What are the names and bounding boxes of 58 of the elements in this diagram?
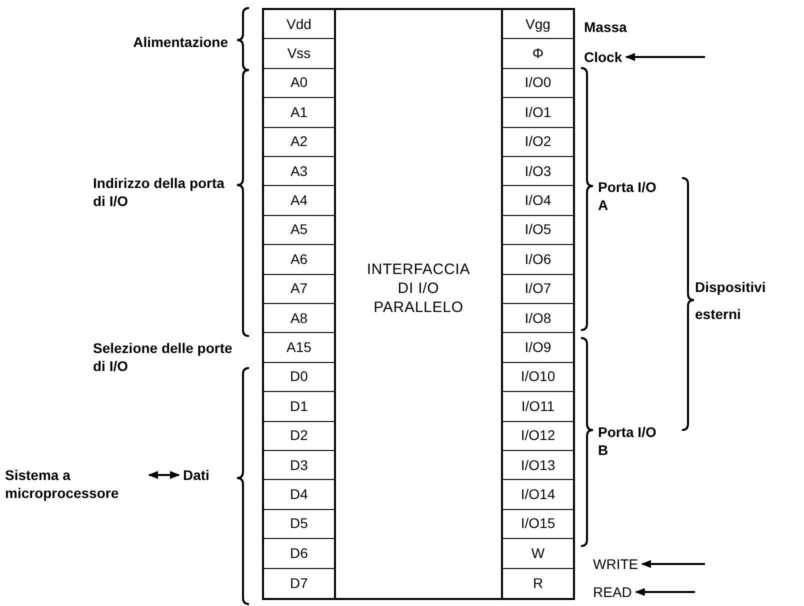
signal-label: Sistema a microprocessore bbox=[5, 466, 145, 502]
pin-cell: A15 bbox=[264, 333, 336, 363]
arrow bbox=[634, 588, 695, 596]
group-label: Selezione delle porte di I/O bbox=[93, 339, 233, 375]
signal-label: Clock bbox=[584, 48, 622, 66]
pin-cell: I/O1 bbox=[501, 98, 573, 128]
group-label: Indirizzo della porta di I/O bbox=[93, 174, 226, 210]
pin-cell: D1 bbox=[264, 392, 336, 422]
pin-cell: I/O12 bbox=[501, 422, 573, 451]
signal-label: READ bbox=[593, 583, 632, 601]
pin-cell: Vss bbox=[264, 39, 336, 69]
pin-cell: I/O8 bbox=[501, 304, 573, 334]
pin-cell: I/O10 bbox=[501, 362, 573, 392]
pin-cell: D4 bbox=[264, 480, 336, 510]
group-label: Massa bbox=[584, 18, 628, 36]
pin-cell: I/O2 bbox=[501, 128, 573, 157]
pin-cell: A7 bbox=[264, 274, 336, 304]
pin-cell: A1 bbox=[264, 98, 336, 128]
pin-cell: Vgg bbox=[501, 10, 573, 40]
chip-outline bbox=[262, 8, 575, 600]
arrow bbox=[641, 560, 705, 568]
signal-label: Dati bbox=[183, 466, 210, 484]
pin-cell: I/O6 bbox=[501, 245, 573, 275]
pin-cell: A3 bbox=[264, 157, 336, 186]
pin-cell: D7 bbox=[264, 568, 336, 598]
group-label: Alimentazione bbox=[132, 33, 228, 51]
pin-cell: A8 bbox=[264, 304, 336, 334]
pin-cell: I/O15 bbox=[501, 510, 573, 540]
pin-cell: A4 bbox=[264, 186, 336, 216]
pin-cell: D2 bbox=[264, 422, 336, 451]
pin-cell: I/O13 bbox=[501, 451, 573, 480]
pin-cell: I/O3 bbox=[501, 157, 573, 186]
pin-cell: Φ bbox=[501, 39, 573, 69]
pin-cell: D3 bbox=[264, 451, 336, 480]
chip-label: INTERFACCIA DI I/O PARALLELO bbox=[366, 260, 472, 317]
pin-cell: A0 bbox=[264, 68, 336, 98]
pin-cell: I/O9 bbox=[501, 333, 573, 363]
pin-cell: I/O0 bbox=[501, 68, 573, 98]
pin-cell: I/O5 bbox=[501, 216, 573, 246]
pin-cell: D5 bbox=[264, 510, 336, 540]
group-label: Dispositivi esterni bbox=[695, 278, 767, 324]
group-label: Porta I/O A bbox=[598, 178, 658, 214]
pin-cell: Vdd bbox=[264, 10, 336, 40]
pin-cell: I/O11 bbox=[501, 392, 573, 422]
pin-cell: W bbox=[501, 539, 573, 569]
pin-cell: R bbox=[501, 568, 573, 598]
pin-cell: I/O7 bbox=[501, 274, 573, 304]
pin-cell: A2 bbox=[264, 128, 336, 157]
group-label: Porta I/O B bbox=[598, 423, 658, 459]
signal-label: WRITE bbox=[593, 555, 638, 573]
pin-cell: I/O14 bbox=[501, 480, 573, 510]
arrow bbox=[625, 53, 705, 61]
pin-cell: D0 bbox=[264, 362, 336, 392]
pin-cell: A6 bbox=[264, 245, 336, 275]
pin-cell: I/O4 bbox=[501, 186, 573, 216]
arrow bbox=[148, 471, 180, 479]
pin-cell: D6 bbox=[264, 539, 336, 569]
pin-cell: A5 bbox=[264, 216, 336, 246]
